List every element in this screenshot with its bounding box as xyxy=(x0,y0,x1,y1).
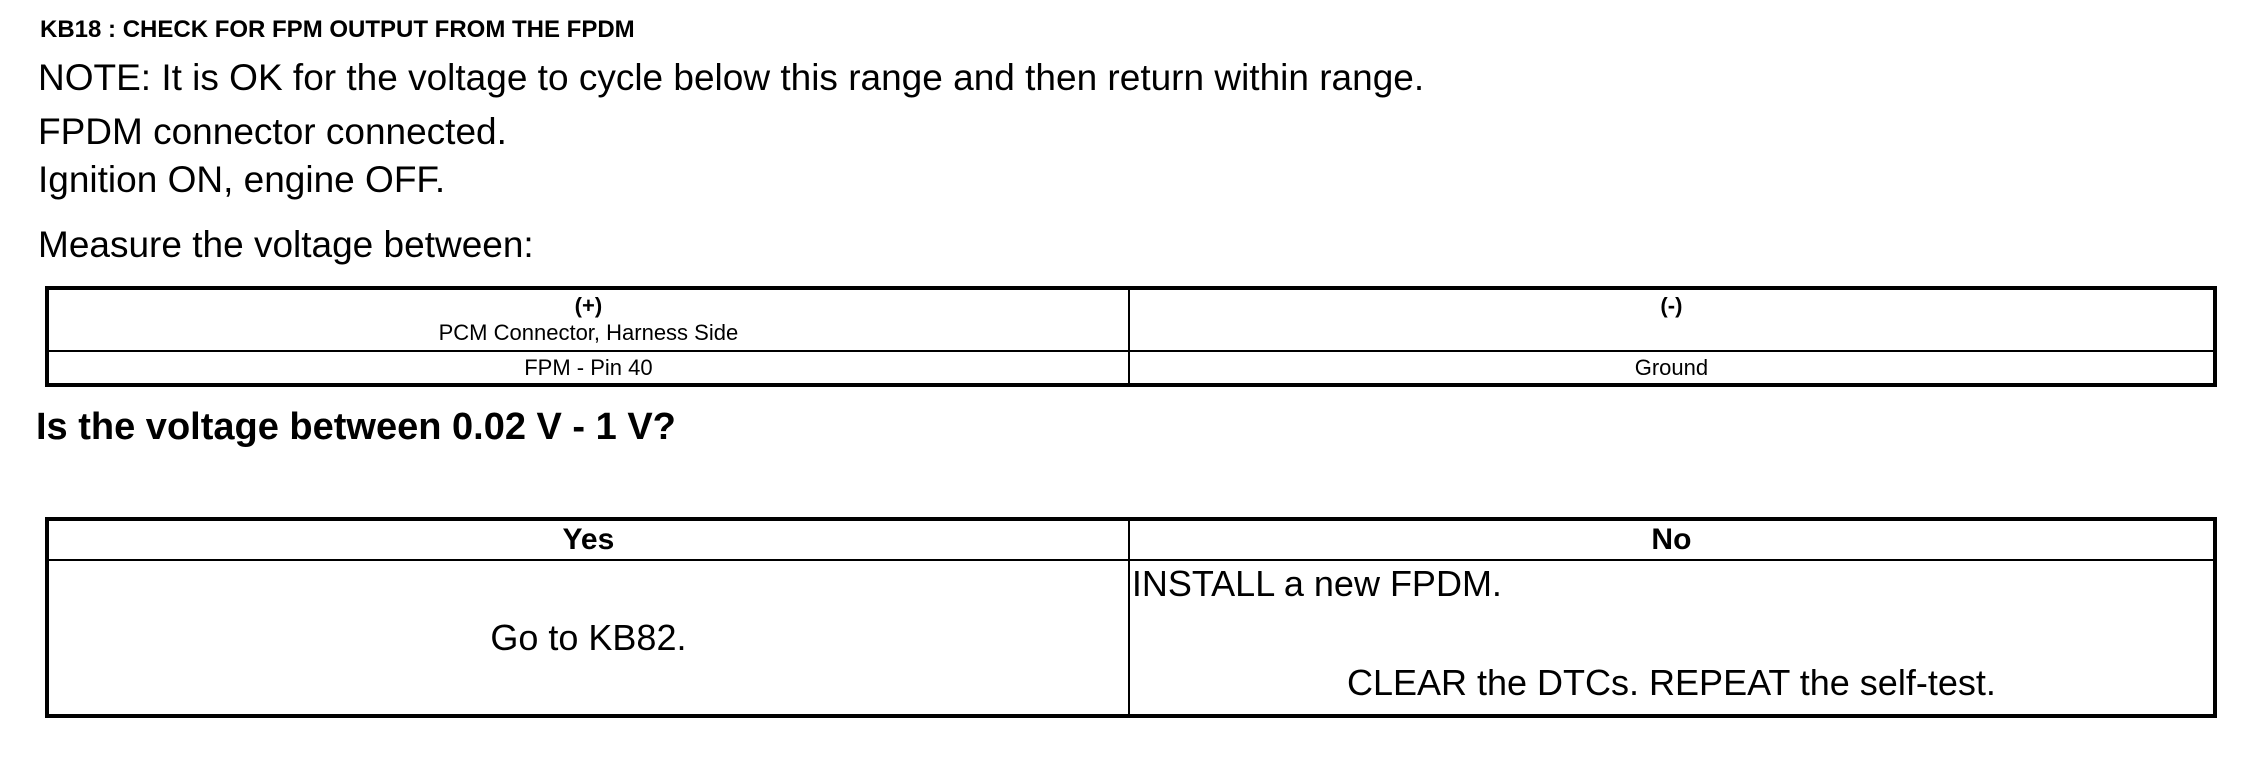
no-action-cell: INSTALL a new FPDM. CLEAR the DTCs. REPE… xyxy=(1127,559,2217,717)
decision-table-action-row: Go to KB82. INSTALL a new FPDM. CLEAR th… xyxy=(46,559,2217,717)
decision-table: Yes No Go to KB82. INSTALL a new FPDM. C… xyxy=(45,517,2217,718)
no-action-line-1: INSTALL a new FPDM. xyxy=(1131,563,1502,604)
negative-measure-point: Ground xyxy=(1127,350,2217,386)
measure-instruction: Measure the voltage between: xyxy=(38,224,534,265)
yes-header: Yes xyxy=(46,518,1130,561)
no-action-line-2: CLEAR the DTCs. REPEAT the self-test. xyxy=(1346,662,1996,703)
decision-table-header-row: Yes No xyxy=(46,518,2217,561)
negative-header-cell: (-) xyxy=(1127,287,2217,352)
yes-action-cell: Go to KB82. xyxy=(46,559,1130,717)
no-header: No xyxy=(1127,518,2217,561)
positive-header-cell: (+) PCM Connector, Harness Side xyxy=(46,287,1130,352)
positive-subtitle: PCM Connector, Harness Side xyxy=(438,320,739,345)
measurement-table: (+) PCM Connector, Harness Side (-) FPM … xyxy=(45,286,2217,387)
measurement-table-header-row: (+) PCM Connector, Harness Side (-) xyxy=(46,287,2217,352)
negative-polarity-label: (-) xyxy=(1660,293,1683,318)
positive-measure-point: FPM - Pin 40 xyxy=(46,350,1130,386)
positive-polarity-label: (+) xyxy=(574,293,603,318)
condition-line-fpdm-connector: FPDM connector connected. xyxy=(38,111,507,152)
voltage-question: Is the voltage between 0.02 V - 1 V? xyxy=(36,406,676,448)
measurement-table-value-row: FPM - Pin 40 Ground xyxy=(46,350,2217,386)
procedure-title: KB18 : CHECK FOR FPM OUTPUT FROM THE FPD… xyxy=(40,16,635,43)
note-line: NOTE: It is OK for the voltage to cycle … xyxy=(38,57,1425,98)
condition-line-ignition: Ignition ON, engine OFF. xyxy=(38,159,446,200)
yes-action-text: Go to KB82. xyxy=(490,616,687,658)
